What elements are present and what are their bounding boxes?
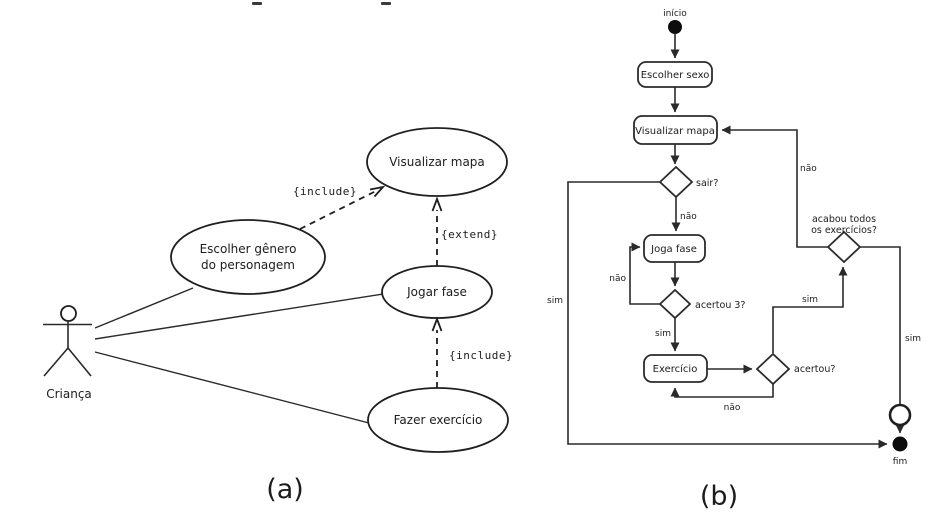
association-escolher-genero [94,287,194,329]
activity-label: Visualizar mapa [635,126,715,137]
edge-label-sim-acertou: sim [802,295,818,305]
use-case-label-line2: do personagem [201,258,295,272]
edge-label-nao-acertou3: não [609,274,626,284]
activity-box [643,354,708,383]
include-label: {include} [449,349,513,362]
use-case-jogar-fase: Jogar fase [381,265,493,319]
edge-sair-fim-sim [567,181,888,449]
edge-acertou3-joga-nao [629,242,660,305]
edge-acertou-exercicio-nao [670,384,774,398]
edge-acabou-connector-sim [860,246,901,404]
extend-label: {extend} [441,228,498,241]
actor-label: Criança [46,387,92,401]
include-dashed-line [299,189,379,230]
end-label: fim [893,457,907,467]
edge-label-nao-sair: não [680,212,697,222]
use-case-escolher-genero: Escolher gênero do personagem [170,219,326,295]
actor-leg-right [67,347,92,377]
arrowhead-open [369,185,386,198]
ellipse-visualizar-mapa [366,127,508,197]
stray-mark-right [381,2,391,5]
edge-label-sim-acabou: sim [905,334,921,344]
use-case-visualizar-mapa: Visualizar mapa [366,127,508,197]
connector-node [888,403,912,427]
activity-label: Joga fase [650,244,697,255]
use-case-label: Fazer exercício [394,413,483,427]
edge-label-nao-acabou: não [800,164,817,174]
decision-acertou: acertou? [755,352,835,386]
use-case-label: Visualizar mapa [389,155,485,169]
activity-visualizar-mapa: Visualizar mapa [633,115,718,145]
end-node [892,436,908,452]
ellipse-fazer-exercicio [367,387,509,453]
decision-diamond [755,352,791,386]
activity-label: Escolher sexo [641,70,710,81]
decision-acabou-exercicios: acabou todos os exercícios? [811,214,877,264]
activity-box [643,234,706,263]
use-case-diagram: Criança Visualizar mapa Escolher gênero … [43,127,513,505]
decision-label: acertou? [794,364,835,375]
decision-diamond [826,230,862,264]
activity-box [637,61,713,88]
include-relation-top: {include} [293,185,386,230]
stray-mark-left [252,2,262,5]
actor-head [60,305,77,322]
association-fazer-exercicio [94,351,370,424]
edge-label-sim-sair: sim [547,296,563,306]
activity-label: Exercício [653,363,698,375]
decision-sair: sair? [658,165,718,199]
include-relation-bottom: {include} [431,316,513,388]
actor-leg-left [43,347,69,377]
activity-diagram: início Escolher sexo Vis [547,9,921,512]
association-jogar-fase [94,293,384,340]
caption-a: (a) [266,474,304,505]
edge-acabou-visualizar-nao [721,125,828,248]
arrowhead-open [431,196,443,212]
activity-box [633,115,718,145]
edge-acertou-acabou-sim [772,266,848,353]
activity-exercicio: Exercício [643,354,708,383]
extend-relation: {extend} [431,196,498,266]
edge-label-sim-acertou3: sim [655,329,671,339]
actor-crianca: Criança [43,305,92,401]
start-node [668,20,682,34]
ellipse-escolher-genero [170,219,326,295]
decision-label: acertou 3? [695,300,745,311]
include-label: {include} [293,185,357,198]
use-case-label-line1: Escolher gênero [200,242,297,256]
decision-diamond [658,165,694,199]
decision-label-line1: acabou todos [812,214,876,225]
start-label: início [663,9,687,19]
decision-acertou-3: acertou 3? [658,288,745,320]
use-case-label: Jogar fase [406,285,467,299]
use-case-fazer-exercicio: Fazer exercício [367,387,509,453]
arrowhead-open [431,316,443,332]
decision-label: sair? [696,178,718,189]
activity-joga-fase: Joga fase [643,234,706,263]
caption-b: (b) [700,481,738,512]
decision-diamond [658,288,692,320]
activity-escolher-sexo: Escolher sexo [637,61,713,88]
decision-label-line2: os exercícios? [811,225,877,236]
edge-label-nao-acertou: não [724,403,741,413]
